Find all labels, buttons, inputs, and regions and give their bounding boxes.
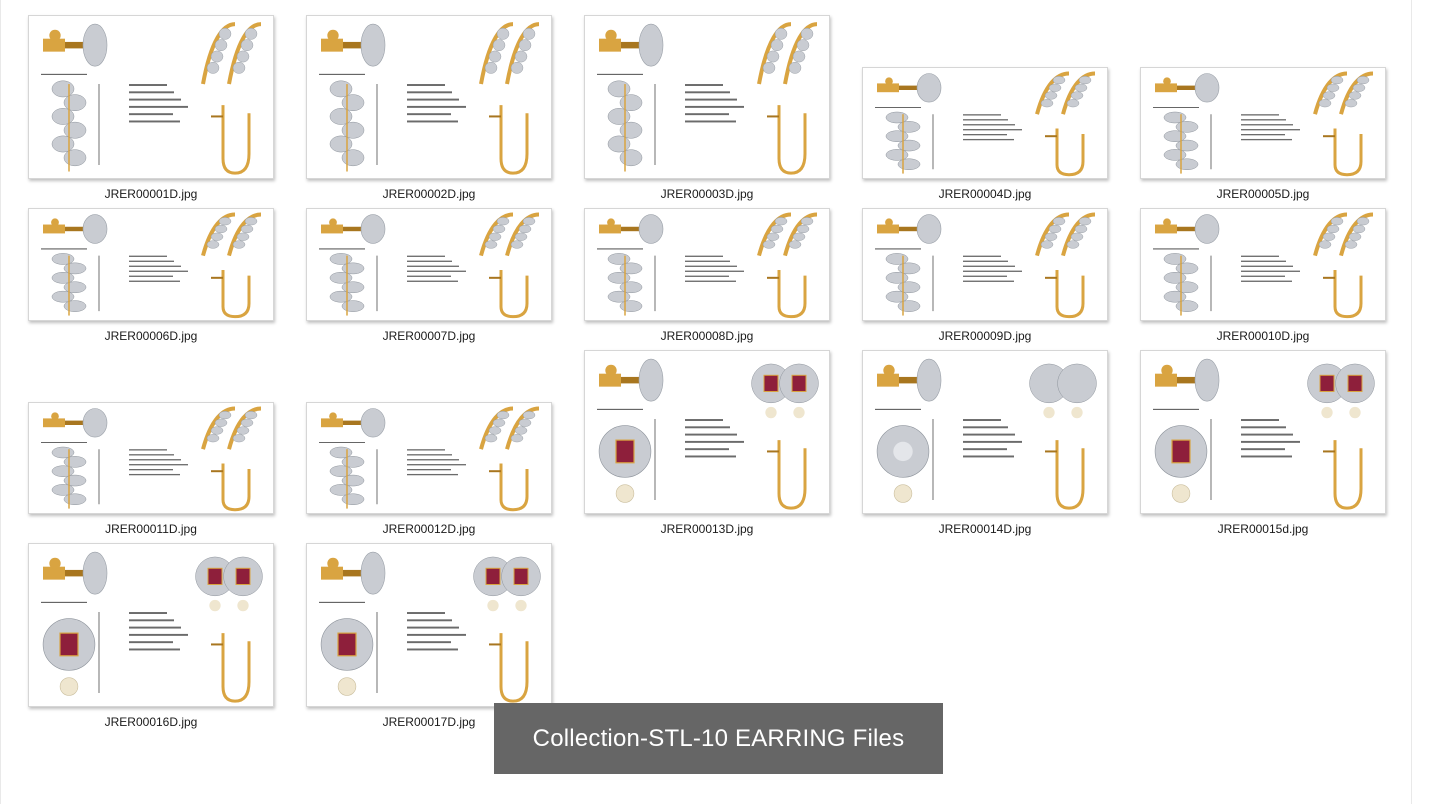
earring-thumbnail[interactable] — [306, 402, 552, 514]
file-name-label[interactable]: JRER00006D.jpg — [104, 329, 198, 343]
file-name-label[interactable]: JRER00009D.jpg — [938, 329, 1032, 343]
file-name-label[interactable]: JRER00001D.jpg — [104, 187, 198, 201]
earring-render-image — [1153, 212, 1374, 319]
earring-render-image — [875, 71, 1096, 177]
file-tile[interactable]: JRER00006D.jpg — [28, 208, 274, 349]
file-name-label[interactable]: JRER00017D.jpg — [382, 715, 476, 729]
file-tile[interactable]: JRER00011D.jpg — [28, 402, 274, 542]
earring-thumbnail[interactable] — [306, 543, 552, 707]
earring-render-image — [319, 22, 540, 175]
earring-render-image — [41, 22, 262, 175]
file-name-label[interactable]: JRER00003D.jpg — [660, 187, 754, 201]
earring-thumbnail[interactable] — [862, 350, 1108, 514]
file-tile[interactable]: JRER00001D.jpg — [28, 15, 274, 207]
file-name-label[interactable]: JRER00011D.jpg — [105, 522, 197, 536]
file-tile[interactable]: JRER00013D.jpg — [584, 350, 830, 542]
file-name-label[interactable]: JRER00004D.jpg — [938, 187, 1032, 201]
file-name-label[interactable]: JRER00014D.jpg — [938, 522, 1032, 536]
earring-thumbnail[interactable] — [862, 208, 1108, 321]
earring-render-image — [319, 212, 540, 319]
file-name-label[interactable]: JRER00013D.jpg — [660, 522, 754, 536]
file-name-label[interactable]: JRER00005D.jpg — [1216, 187, 1310, 201]
earring-render-image — [875, 358, 1097, 510]
earring-thumbnail[interactable] — [584, 350, 830, 514]
earring-render-image — [319, 551, 541, 703]
file-tile[interactable]: JRER00007D.jpg — [306, 208, 552, 349]
earring-render-image — [597, 212, 818, 319]
file-tile[interactable]: JRER00005D.jpg — [1140, 67, 1386, 207]
file-tile[interactable]: JRER00015d.jpg — [1140, 350, 1386, 542]
earring-thumbnail[interactable] — [306, 208, 552, 321]
window-edge-left — [0, 0, 1, 804]
earring-render-image — [1153, 71, 1374, 177]
earring-render-image — [41, 406, 262, 512]
earring-thumbnail[interactable] — [1140, 350, 1386, 514]
file-tile[interactable]: JRER00003D.jpg — [584, 15, 830, 207]
file-name-label[interactable]: JRER00007D.jpg — [382, 329, 476, 343]
file-tile[interactable]: JRER00012D.jpg — [306, 402, 552, 542]
earring-thumbnail[interactable] — [584, 208, 830, 321]
earring-thumbnail[interactable] — [862, 67, 1108, 179]
file-tile[interactable]: JRER00014D.jpg — [862, 350, 1108, 542]
earring-render-image — [319, 406, 540, 512]
earring-thumbnail[interactable] — [1140, 208, 1386, 321]
earring-render-image — [41, 212, 262, 319]
earring-render-image — [875, 212, 1096, 319]
earring-thumbnail[interactable] — [1140, 67, 1386, 179]
file-tile[interactable]: JRER00017D.jpg — [306, 543, 552, 735]
file-name-label[interactable]: JRER00002D.jpg — [382, 187, 476, 201]
earring-thumbnail[interactable] — [584, 15, 830, 179]
earring-thumbnail[interactable] — [28, 543, 274, 707]
file-name-label[interactable]: JRER00015d.jpg — [1217, 522, 1309, 536]
file-name-label[interactable]: JRER00012D.jpg — [382, 522, 476, 536]
file-tile[interactable]: JRER00002D.jpg — [306, 15, 552, 207]
file-name-label[interactable]: JRER00010D.jpg — [1216, 329, 1310, 343]
earring-thumbnail[interactable] — [306, 15, 552, 179]
earring-thumbnail[interactable] — [28, 402, 274, 514]
earring-render-image — [41, 551, 263, 703]
earring-render-image — [597, 358, 819, 510]
earring-render-image — [1153, 358, 1375, 510]
file-name-label[interactable]: JRER00008D.jpg — [660, 329, 754, 343]
file-tile[interactable]: JRER00010D.jpg — [1140, 208, 1386, 349]
collection-banner: Collection-STL-10 EARRING Files — [494, 703, 943, 774]
window-edge-right — [1411, 0, 1412, 804]
file-tile[interactable]: JRER00004D.jpg — [862, 67, 1108, 207]
file-tile[interactable]: JRER00008D.jpg — [584, 208, 830, 349]
earring-thumbnail[interactable] — [28, 15, 274, 179]
earring-thumbnail[interactable] — [28, 208, 274, 321]
file-tile[interactable]: JRER00009D.jpg — [862, 208, 1108, 349]
file-tile[interactable]: JRER00016D.jpg — [28, 543, 274, 735]
file-name-label[interactable]: JRER00016D.jpg — [104, 715, 198, 729]
earring-render-image — [597, 22, 818, 175]
banner-text: Collection-STL-10 EARRING Files — [532, 724, 905, 752]
